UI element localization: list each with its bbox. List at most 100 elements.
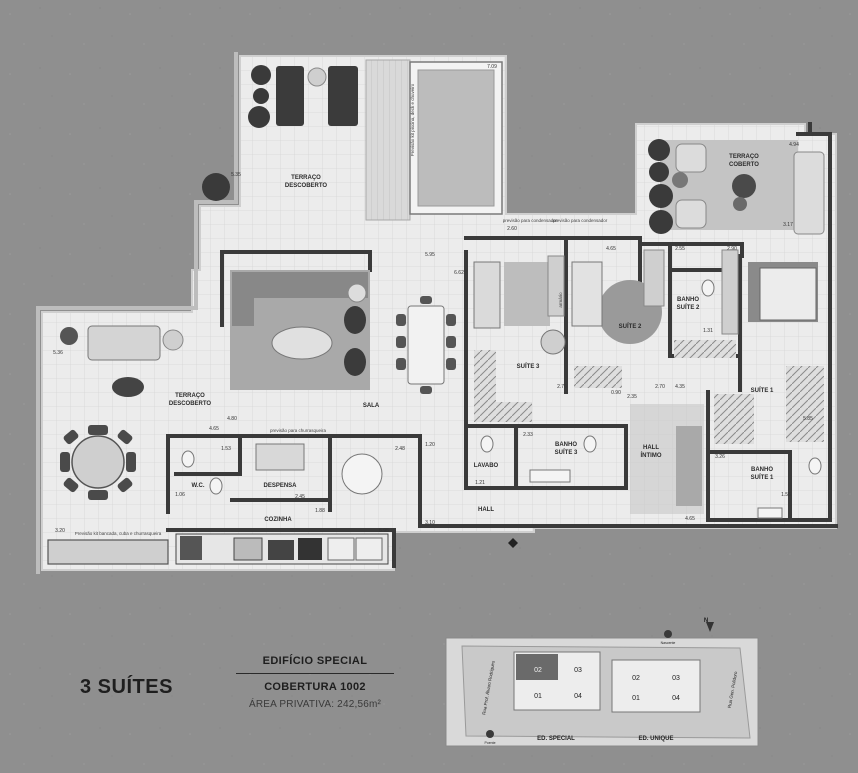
sun-label: Poente xyxy=(484,741,495,745)
stairs-suite2 xyxy=(574,366,622,388)
room-label: HALL xyxy=(478,507,494,513)
sofa-left-terrace xyxy=(87,325,161,361)
coffee-table xyxy=(732,174,756,198)
note-armario: armário xyxy=(558,292,563,308)
room-label: LAVABO xyxy=(474,463,499,469)
dimension: 2.60 xyxy=(507,226,517,232)
building-label: ED. SPECIAL xyxy=(537,736,575,742)
sofa-covered-terrace xyxy=(793,151,825,235)
suites-title: 3 SUÍTES xyxy=(80,676,173,698)
note-counter: Previsão kit bancada, cuba e churrasquei… xyxy=(75,531,162,536)
room-label: SUÍTE 1 xyxy=(751,386,774,394)
dimension: 5.85 xyxy=(803,416,813,422)
stairs-suite3 xyxy=(474,350,496,422)
key-plan xyxy=(445,622,759,747)
rug-suite3 xyxy=(504,262,550,326)
north-label: N xyxy=(704,618,708,624)
room-label: HALL xyxy=(643,445,659,451)
dimension: 2.48 xyxy=(395,446,405,452)
plants-top-left xyxy=(202,65,271,201)
room-label: SUÍTE 3 xyxy=(555,448,578,456)
dimension: 4.80 xyxy=(227,416,237,422)
wood-deck xyxy=(365,59,411,221)
building-name: EDIFÍCIO SPECIAL xyxy=(262,655,368,667)
living-sofa xyxy=(232,272,368,298)
divider xyxy=(236,673,394,674)
dimension: 3.17 xyxy=(783,222,793,228)
dimension: 4.65 xyxy=(209,426,219,432)
lounge-chair xyxy=(276,66,304,126)
unit-name: COBERTURA 1002 xyxy=(264,681,366,693)
dimension: 4.65 xyxy=(606,246,616,252)
interior-walls xyxy=(166,122,838,568)
side-table xyxy=(307,67,327,87)
desk-suite1 xyxy=(721,249,739,335)
room-label: BANHO xyxy=(677,297,699,303)
armchairs-covered-terrace xyxy=(675,143,707,229)
dining-table xyxy=(407,305,445,385)
breakfast-table xyxy=(341,453,383,495)
unit-info: EDIFÍCIO SPECIAL COBERTURA 1002 ÁREA PRI… xyxy=(236,655,394,710)
side-chair xyxy=(344,306,366,334)
desk-suite2 xyxy=(643,249,665,307)
dimension: 4.35 xyxy=(675,384,685,390)
dimension: 2.45 xyxy=(295,494,305,500)
stairs-suite2b xyxy=(674,340,736,358)
dimension: 2.70 xyxy=(655,384,665,390)
note-pool: Previsão kit piscina, deck e chuveiro xyxy=(410,83,415,156)
dimension: 1.53 xyxy=(221,446,231,452)
room-label: TERRAÇO xyxy=(291,175,321,181)
room-label: SUÍTE 1 xyxy=(751,473,774,481)
chair-suite3 xyxy=(540,329,566,355)
room-label: SUÍTE 2 xyxy=(619,322,642,330)
dimension: 2.76 xyxy=(557,384,567,390)
coffee-table xyxy=(271,326,333,360)
living-sofa-arm xyxy=(232,272,254,326)
room-label: ÍNTIMO xyxy=(641,451,662,459)
side-table xyxy=(347,283,367,303)
dimension: 5.36 xyxy=(53,350,63,356)
hall-intimo-floor xyxy=(630,404,704,514)
building-label: ED. UNIQUE xyxy=(638,736,673,742)
room-label: TERRAÇO xyxy=(175,393,205,399)
dining-chairs xyxy=(396,296,456,394)
side-table xyxy=(162,329,184,351)
dimension: 3.26 xyxy=(715,454,725,460)
dimension: 2.35 xyxy=(627,394,637,400)
dimension: 3.20 xyxy=(55,528,65,534)
pantry-shelf xyxy=(255,443,305,471)
outdoor-counter xyxy=(47,539,169,565)
unit-number: 01 xyxy=(534,693,542,700)
room-label: TERRAÇO xyxy=(729,154,759,160)
dimension: 4.94 xyxy=(789,142,799,148)
bed-suite1 xyxy=(759,267,817,321)
dimension: 7.09 xyxy=(487,64,497,70)
room-label: BANHO xyxy=(555,442,577,448)
dimension: 1.20 xyxy=(425,442,435,448)
plant xyxy=(60,327,78,345)
dimension: 1.31 xyxy=(703,328,713,334)
parapet-line xyxy=(36,52,238,574)
room-label: SALA xyxy=(363,403,380,409)
dimension: 5.95 xyxy=(379,528,389,534)
stairs-suite3b xyxy=(496,402,532,422)
unit-number: 02 xyxy=(632,675,640,682)
dimension: 0.90 xyxy=(611,390,621,396)
side-table xyxy=(733,197,747,211)
unit-number: 03 xyxy=(672,675,680,682)
unit-number: 02 xyxy=(534,667,542,674)
note-condensador: previsão para condensador xyxy=(553,218,608,223)
note-churrasqueira: previsão para churrasqueira xyxy=(270,428,327,433)
pool-water xyxy=(417,69,495,207)
dining-chairs-outdoor xyxy=(60,425,136,500)
lounge-chair xyxy=(328,66,358,126)
bed-suite2 xyxy=(571,261,603,327)
room-label: W.C. xyxy=(192,483,205,489)
bath-fixtures xyxy=(181,279,822,519)
dining-table-outdoor xyxy=(71,435,125,489)
stairs-suite1 xyxy=(786,366,824,442)
unit-number: 04 xyxy=(672,695,680,702)
room-label: COZINHA xyxy=(264,517,292,523)
dimension: 6.62 xyxy=(454,270,464,276)
